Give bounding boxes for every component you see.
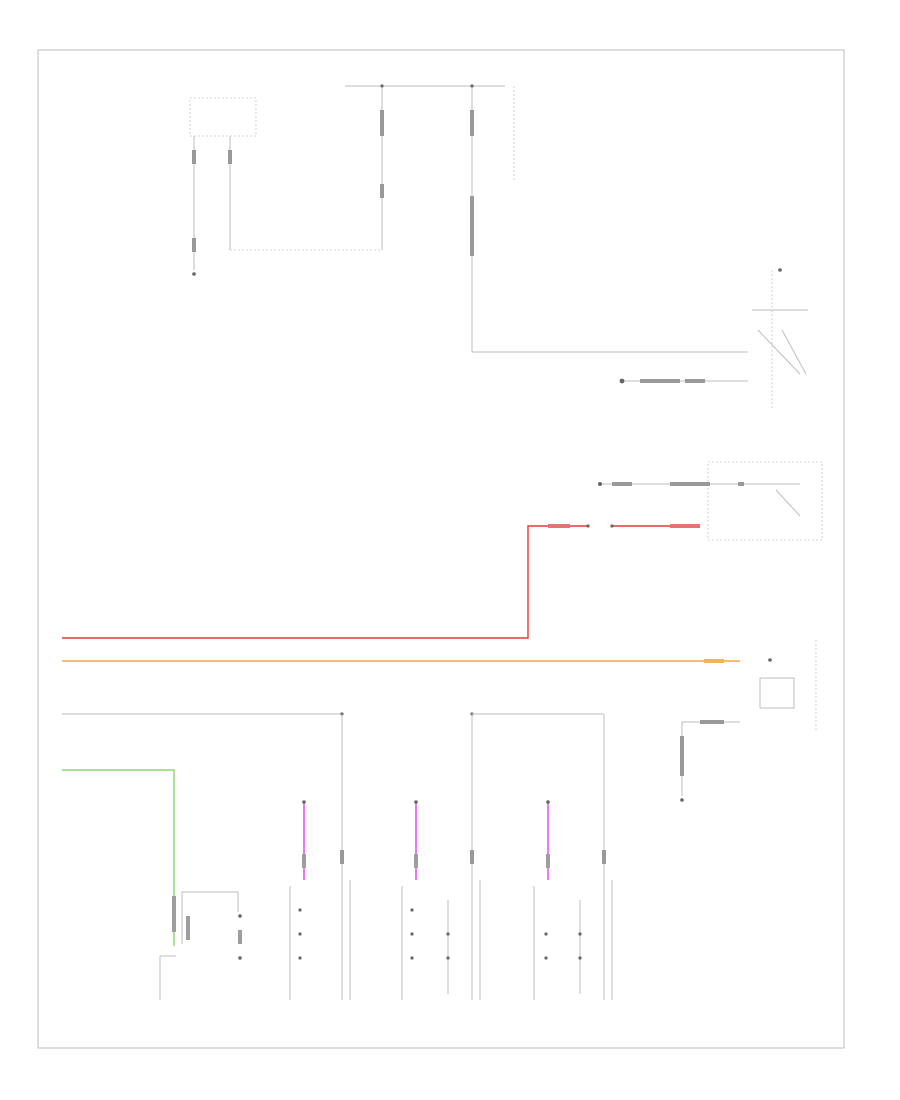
diagram-frame: [37, 49, 845, 1049]
top-center-components: [345, 84, 515, 352]
bottom-switch-3: [533, 800, 613, 1000]
bottom-switch-2: [401, 800, 481, 1000]
wire-top-left-link: [230, 90, 383, 251]
upper-right-switch: [619, 268, 808, 410]
bottom-switch-1: [289, 800, 351, 1000]
orange-wire-run: [62, 659, 740, 663]
top-left-component: [189, 97, 257, 276]
lower-right-component: [680, 640, 817, 802]
bottom-left-component: [159, 891, 242, 1000]
middle-right-switch: [598, 461, 823, 541]
red-wire-run: [62, 524, 700, 639]
gray-bus: [62, 712, 606, 1000]
green-wire-run: [62, 769, 176, 946]
